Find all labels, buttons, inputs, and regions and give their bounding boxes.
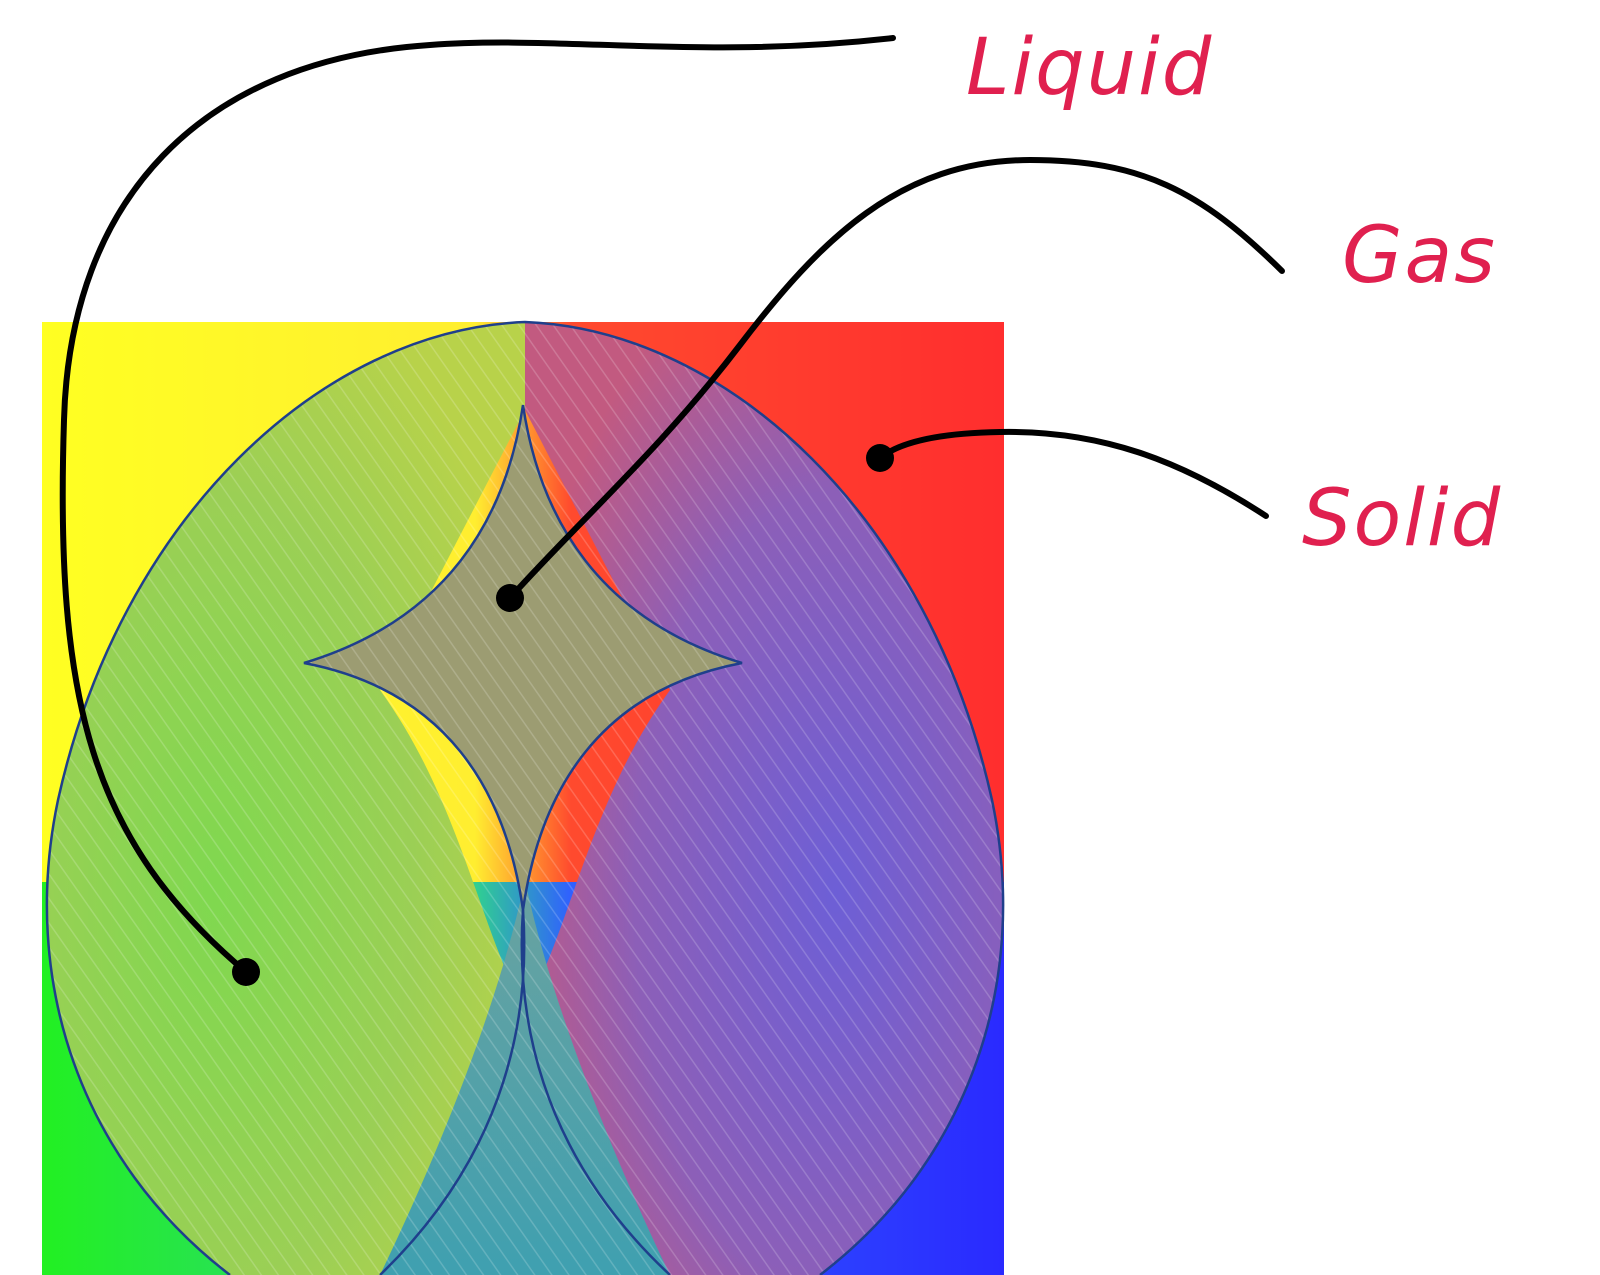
texture-overlay [46, 322, 1004, 1275]
solid-leader-line [877, 428, 1269, 519]
liquid-label: Liquid [966, 23, 1213, 113]
egg-region [46, 322, 1004, 1275]
liquid-leader-line [59, 35, 896, 975]
gas-leader-line [507, 156, 1285, 601]
phase-labels: Liquid Gas Solid [966, 23, 1502, 564]
solid-label: Solid [1302, 474, 1502, 564]
gas-leader-dot [496, 584, 524, 612]
gas-label: Gas [1342, 211, 1497, 301]
right-inner-boundary [520, 909, 671, 1275]
solid-leader-dot [866, 444, 894, 472]
left-inner-boundary [379, 909, 526, 1275]
liquid-leader-dot [232, 958, 260, 986]
boundary-curves [45, 320, 1005, 1275]
outer-egg-boundary [45, 320, 1005, 1275]
leader-lines [59, 35, 1285, 986]
